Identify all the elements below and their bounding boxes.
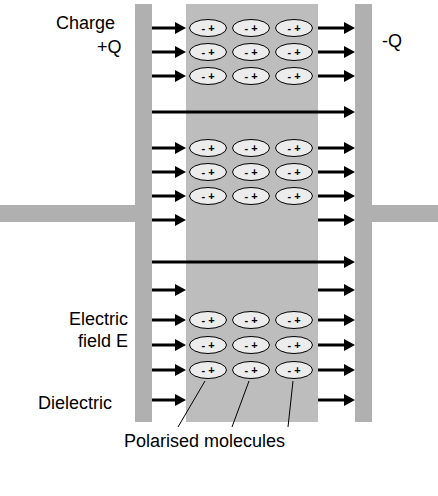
- charge-signs: - +: [201, 338, 214, 352]
- molecule-ellipse: [276, 164, 313, 181]
- molecule-ellipse: [276, 140, 313, 157]
- charge-signs: - +: [287, 363, 300, 377]
- charge-signs: - +: [201, 189, 214, 203]
- molecules-label: Polarised molecules: [124, 430, 285, 452]
- charge-signs: - +: [287, 141, 300, 155]
- polarised-molecule: - +: [189, 361, 227, 379]
- charge-signs: - +: [287, 45, 300, 59]
- molecule-ellipse: [233, 68, 270, 85]
- polarised-molecule: - +: [275, 311, 313, 329]
- leader-lines: [178, 381, 293, 427]
- charge-signs: - +: [244, 69, 257, 83]
- charge-signs: - +: [287, 69, 300, 83]
- charge-signs: - +: [287, 165, 300, 179]
- charge-signs: - +: [201, 21, 214, 35]
- charge-signs: - +: [201, 141, 214, 155]
- molecule-ellipse: [233, 140, 270, 157]
- polarised-molecule: - +: [232, 43, 270, 61]
- charge-signs: - +: [244, 189, 257, 203]
- molecule-ellipse: [233, 164, 270, 181]
- dielectric-label: Dielectric: [38, 392, 112, 414]
- molecule-ellipse: [276, 188, 313, 205]
- polarised-molecule: - +: [189, 311, 227, 329]
- molecule-ellipse: [233, 44, 270, 61]
- molecule-ellipse: [276, 312, 313, 329]
- charge-label: Charge: [56, 12, 115, 34]
- molecule-ellipse: [190, 188, 227, 205]
- polarised-molecule: - +: [189, 67, 227, 85]
- polarised-molecule: - +: [232, 139, 270, 157]
- polarised-molecule: - +: [232, 187, 270, 205]
- charge-signs: - +: [201, 69, 214, 83]
- charge-signs: - +: [201, 165, 214, 179]
- molecule-ellipse: [190, 312, 227, 329]
- molecule-ellipse: [233, 20, 270, 37]
- polarised-molecule: - +: [232, 361, 270, 379]
- polarised-molecule: - +: [189, 163, 227, 181]
- polarised-molecule: - +: [275, 187, 313, 205]
- charge-signs: - +: [244, 45, 257, 59]
- polarised-molecule: - +: [232, 336, 270, 354]
- polarised-molecule: - +: [189, 19, 227, 37]
- molecule-ellipse: [190, 68, 227, 85]
- molecule-ellipse: [233, 337, 270, 354]
- polarised-molecule: - +: [275, 336, 313, 354]
- molecule-ellipse: [233, 362, 270, 379]
- polarised-molecule: - +: [275, 139, 313, 157]
- charge-signs: - +: [287, 21, 300, 35]
- left-wire: [0, 205, 136, 222]
- molecule-ellipse: [276, 337, 313, 354]
- molecule-ellipse: [190, 164, 227, 181]
- molecule-ellipse: [276, 68, 313, 85]
- charge-signs: - +: [201, 363, 214, 377]
- polarised-molecule: - +: [232, 19, 270, 37]
- charge-signs: - +: [244, 165, 257, 179]
- polarised-molecule: - +: [232, 311, 270, 329]
- molecule-ellipse: [233, 312, 270, 329]
- polarised-molecule: - +: [189, 187, 227, 205]
- polarised-molecule: - +: [275, 163, 313, 181]
- molecule-ellipse: [190, 337, 227, 354]
- polarised-molecule: - +: [275, 19, 313, 37]
- molecule-ellipse: [190, 362, 227, 379]
- polarised-molecule: - +: [189, 139, 227, 157]
- charge-signs: - +: [244, 363, 257, 377]
- polarised-molecule: - +: [232, 163, 270, 181]
- right-wire: [371, 205, 438, 222]
- molecule-ellipse: [276, 44, 313, 61]
- charge-signs: - +: [287, 313, 300, 327]
- polarised-molecule: - +: [232, 67, 270, 85]
- molecule-ellipse: [276, 20, 313, 37]
- polarised-molecule: - +: [275, 67, 313, 85]
- positive-plate: [135, 4, 152, 422]
- charge-signs: - +: [244, 313, 257, 327]
- molecule-ellipse: [276, 362, 313, 379]
- negative-plate: [355, 4, 372, 422]
- molecule-ellipse: [233, 188, 270, 205]
- charge-signs: - +: [287, 189, 300, 203]
- charge-signs: - +: [287, 338, 300, 352]
- molecule-ellipse: [190, 44, 227, 61]
- polarised-molecule: - +: [275, 43, 313, 61]
- dielectric-slab: [186, 4, 318, 422]
- charge-signs: - +: [244, 21, 257, 35]
- molecule-ellipse: [190, 20, 227, 37]
- charge-signs: - +: [201, 313, 214, 327]
- charge-signs: - +: [201, 45, 214, 59]
- field-arrow-heads: [175, 22, 355, 406]
- polarised-molecule: - +: [189, 43, 227, 61]
- polarised-molecule: - +: [275, 361, 313, 379]
- charge-value: -Q: [382, 30, 402, 52]
- charge-value: +Q: [97, 36, 122, 58]
- molecule-ellipse: [190, 140, 227, 157]
- polarised-molecule: - +: [189, 336, 227, 354]
- charge-signs: - +: [244, 141, 257, 155]
- charge-signs: - +: [244, 338, 257, 352]
- field-label: Electric field E: [34, 308, 128, 352]
